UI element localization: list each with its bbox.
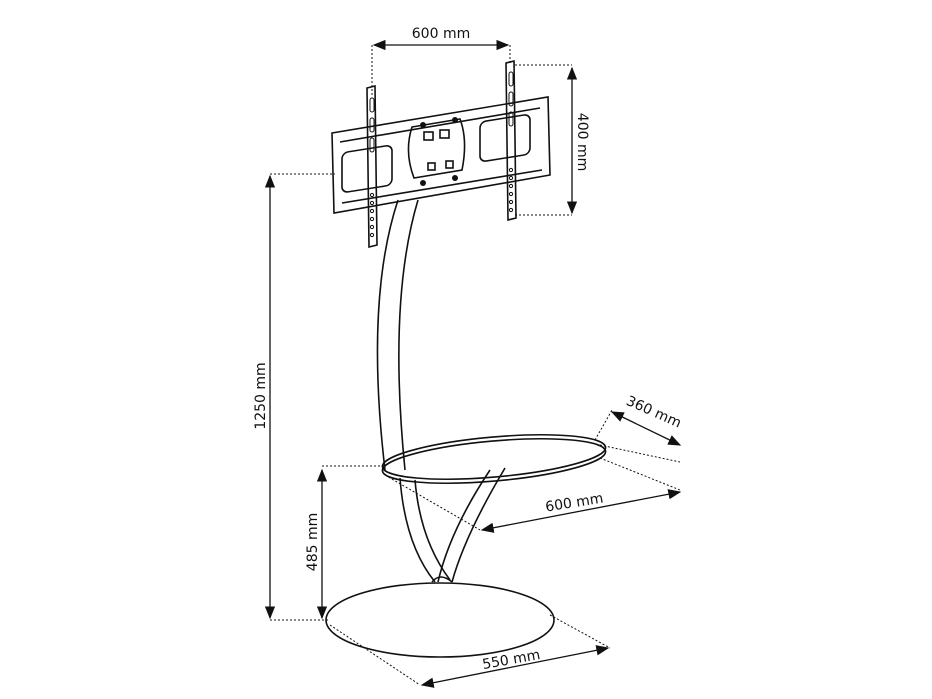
shelf-height-label: 485 mm — [305, 513, 321, 571]
mount-height-label: 400 mm — [574, 113, 590, 171]
total-height-label: 1250 mm — [253, 362, 269, 429]
glass-shelf — [381, 434, 607, 484]
shelf-depth-label: 360 mm — [624, 393, 684, 431]
vesa-mount-bracket — [331, 59, 551, 249]
base-width-label: 550 mm — [481, 647, 541, 673]
dimension-lines — [264, 39, 682, 688]
mount-width-label: 600 mm — [412, 26, 470, 42]
column — [376, 199, 506, 583]
